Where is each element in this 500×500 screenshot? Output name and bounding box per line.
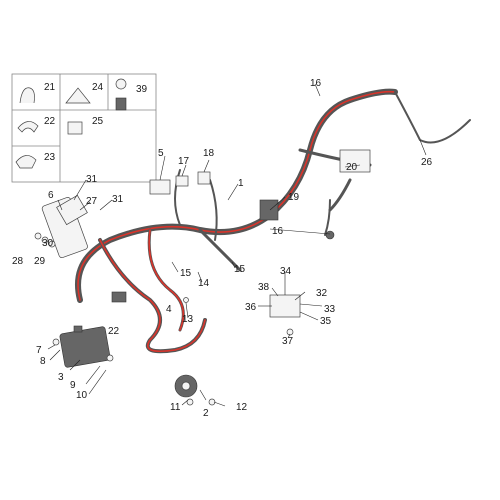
connector-39 (115, 97, 127, 111)
callout-19: 19 (288, 192, 300, 203)
callout-14: 14 (198, 278, 210, 289)
callout-1: 1 (238, 178, 244, 189)
callout-4: 4 (166, 304, 172, 315)
callout-12: 12 (236, 402, 248, 413)
callout-17: 17 (178, 156, 190, 167)
cable-clip-21 (19, 87, 35, 104)
callout-29: 29 (34, 256, 46, 267)
callout-26: 26 (421, 157, 433, 168)
callout-13: 13 (182, 314, 194, 325)
connector-8 (73, 325, 83, 333)
callout-33: 33 (324, 304, 336, 315)
callout-25: 25 (92, 116, 104, 127)
screw-11 (186, 398, 194, 406)
cable-clip-23 (15, 155, 37, 169)
callout-32: 32 (316, 288, 328, 299)
switch-block (269, 294, 301, 318)
callout-22: 22 (108, 326, 120, 337)
callout-37: 37 (282, 336, 294, 347)
nut-9 (106, 354, 114, 362)
callout-8: 8 (40, 356, 46, 367)
washer-12 (208, 398, 216, 406)
screw-37 (286, 328, 294, 336)
callout-35: 35 (320, 316, 332, 327)
leader-lines (47, 83, 427, 407)
connector-18 (197, 171, 211, 185)
callout-6: 6 (48, 190, 54, 201)
fasteners (34, 232, 294, 406)
callout-39: 39 (136, 84, 148, 95)
callout-18: 18 (203, 148, 215, 159)
callout-31-top: 31 (86, 174, 98, 185)
bracket-31 (56, 194, 88, 226)
callout-11: 11 (170, 402, 181, 413)
horn-2-center (181, 381, 191, 391)
components (41, 149, 371, 398)
regulator-3 (59, 326, 111, 368)
control-unit-6 (41, 197, 88, 259)
callout-16-top: 16 (310, 78, 322, 89)
callout-16-bottom: 16 (272, 226, 284, 237)
screw-13 (183, 297, 189, 303)
callout-labels: 21 24 39 22 25 23 16 5 17 18 1 31 31 6 2… (12, 78, 433, 419)
connector-17 (175, 175, 189, 187)
cable-clip-22 (17, 121, 39, 133)
screw-28 (34, 232, 42, 240)
callout-23: 23 (44, 152, 56, 163)
sensor-16 (325, 230, 335, 240)
callout-36: 36 (245, 302, 257, 313)
harness-connector (111, 291, 127, 303)
callout-22-inset: 22 (44, 116, 56, 127)
callout-15-left: 15 (180, 268, 192, 279)
grommet-24 (65, 87, 91, 104)
screw-30 (48, 240, 56, 248)
callout-27: 27 (86, 196, 98, 207)
callout-28: 28 (12, 256, 24, 267)
callout-10: 10 (76, 390, 88, 401)
callout-24: 24 (92, 82, 104, 93)
callout-2: 2 (203, 408, 209, 419)
callout-20: 20 (346, 162, 358, 173)
callout-15-right: 15 (234, 264, 246, 275)
connector-5 (149, 179, 171, 195)
accessory-inset-grid (11, 73, 157, 183)
callout-7: 7 (36, 345, 42, 356)
callout-34: 34 (280, 266, 292, 277)
relay-19 (259, 199, 279, 221)
screw-7 (52, 338, 60, 346)
callout-38: 38 (258, 282, 270, 293)
callout-9: 9 (70, 380, 76, 391)
callout-31-side: 31 (112, 194, 124, 205)
callout-30: 30 (42, 238, 54, 249)
callout-5: 5 (158, 148, 164, 159)
callout-21: 21 (44, 82, 56, 93)
washer-29 (41, 236, 49, 244)
holder-25 (67, 121, 83, 135)
plug-39-top (115, 78, 127, 90)
callout-3: 3 (58, 372, 64, 383)
